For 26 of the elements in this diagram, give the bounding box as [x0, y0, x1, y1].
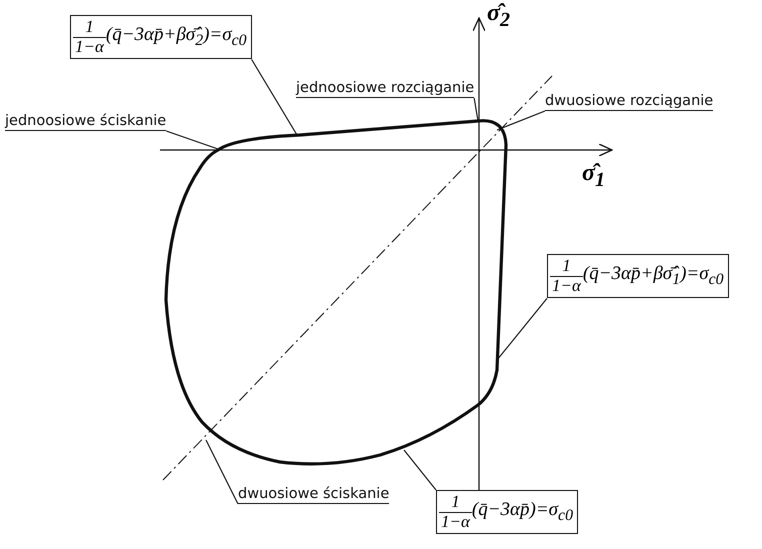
formula-text: (q̄−3αp̄)=σ$_{c0}$ — [472, 499, 573, 526]
axis-label: σ̂$_{1}$ — [582, 160, 605, 192]
callout-label: jednoosiowe rozciąganie — [296, 80, 474, 98]
fraction-numerator: 1 — [550, 257, 583, 277]
formula-box — [547, 254, 729, 298]
callout-label: jednoosiowe ściskanie — [5, 113, 166, 131]
yield-surface-curve — [164, 119, 508, 466]
formula-text: (q̄−3αp̄+βσ̂̄$_{2}$)=σ$_{c0}$ — [106, 24, 247, 50]
leader-line — [251, 59, 298, 136]
leader-line — [206, 440, 238, 504]
formula-box — [70, 15, 252, 60]
leader-line — [166, 130, 218, 150]
fraction-denominator: 1−α — [441, 512, 470, 532]
leader-line — [496, 298, 548, 360]
callout-label: dwuosiowe rozciąganie — [545, 93, 714, 111]
fraction-numerator: 1 — [439, 493, 472, 513]
leader-line — [404, 450, 436, 490]
leader-line — [474, 98, 479, 122]
axis-label: σ̂$_{2}$ — [487, 0, 510, 32]
fraction-denominator: 1−α — [552, 276, 581, 296]
fraction-numerator: 1 — [73, 18, 106, 38]
fraction-denominator: 1−α — [75, 38, 104, 56]
formula-box — [436, 490, 578, 534]
leader-line — [496, 110, 546, 131]
formula-text: (q̄−3αp̄+βσ̂̄$_{1}$)=σ$_{c0}$ — [582, 263, 724, 290]
callout-label: dwuosiowe ściskanie — [238, 486, 390, 504]
